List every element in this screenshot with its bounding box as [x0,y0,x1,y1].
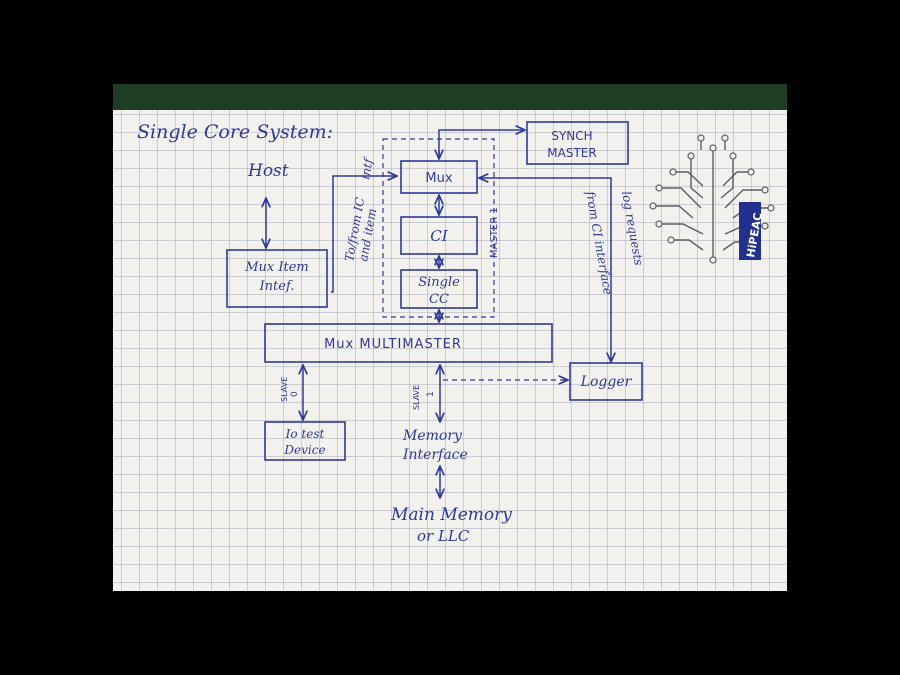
mux-multimaster-label: Mux MULTIMASTER [324,337,462,352]
paper-grid [113,110,787,591]
log-requests-label-1: log requests [619,190,646,266]
synch-master-label-2: MASTER [547,146,596,160]
slave1-label-1: SLAVE [412,385,421,410]
synch-master-label-1: SYNCH [551,129,592,143]
io-test-device-box [264,421,346,461]
mux-box [400,160,478,194]
logger-label: Logger [580,374,633,390]
host-label: Host [247,161,289,181]
log-requests-wire [479,178,611,362]
graph-paper-sheet: Single Core System: Host Mux Item Intef.… [113,110,787,591]
single-cc-box [400,269,478,309]
mux-item-intf-label-1: Mux Item [244,260,309,275]
block-diagram: Single Core System: Host Mux Item Intef.… [137,121,775,545]
mux-multimaster-box [264,323,553,363]
memory-interface-label-2: Interface [402,447,468,463]
mux-synch-wire [438,130,525,158]
logger-box [569,362,643,401]
mux-item-to-mux-wire [331,176,397,293]
mux-item-intf-box [226,249,328,308]
log-requests-label-2: from CI interface [583,189,615,296]
io-test-device-label-1: Io test [285,427,325,441]
master1-label: MASTER 1 [489,207,500,258]
mux-label: Mux [425,171,452,186]
slave0-label-2: 0 [290,391,300,397]
mux-item-intf-label-2: Intef. [259,279,295,294]
synch-master-box [526,121,629,165]
diagram-title: Single Core System: [137,121,333,143]
single-cc-label-2: CC [429,292,449,307]
hipeac-logo-plate [739,202,761,260]
single-cc-label-1: Single [418,275,460,290]
slave0-label-1: SLAVE [280,377,289,402]
hipeac-logo: HiPEAC [649,134,775,264]
io-test-device-label-2: Device [283,443,325,457]
slave1-label-2: 1 [426,391,436,397]
main-memory-label-2: or LLC [417,527,470,545]
ci-box [400,216,478,255]
main-memory-label-1: Main Memory [390,505,512,525]
memory-interface-label-1: Memory [402,428,463,444]
to-from-ic-label-3: intf [358,155,376,180]
ci-label: CI [430,227,448,245]
